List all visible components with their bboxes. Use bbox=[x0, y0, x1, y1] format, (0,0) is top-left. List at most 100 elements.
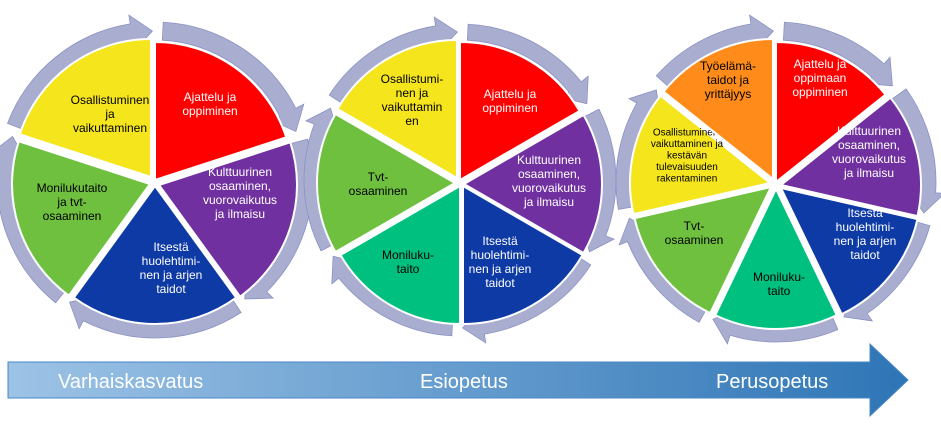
segment-label-line: Itsestä bbox=[482, 234, 518, 248]
segment-label-line: vuorovaikutus bbox=[832, 152, 906, 166]
segment-label-line: nen ja bbox=[396, 86, 429, 100]
segment-label-line: Osallistumi- bbox=[381, 72, 444, 86]
timeline-label-esiopetus: Esiopetus bbox=[420, 371, 508, 393]
segment-label-line: Moniluku- bbox=[753, 270, 805, 284]
segment-esiopetus-ajattelu bbox=[459, 40, 581, 182]
segment-label-esiopetus-monilukutaito: Moniluku-taito bbox=[382, 248, 434, 276]
segment-label-line: oppimaan bbox=[794, 71, 847, 85]
segment-perusopetus-kulttuurinen bbox=[778, 96, 922, 218]
ring-arrow-varhaiskasvatus-0 bbox=[161, 21, 305, 133]
segment-label-line: Tvt- bbox=[684, 219, 705, 233]
segment-label-line: osaaminen, bbox=[838, 138, 900, 152]
segment-label-line: osaaminen, bbox=[209, 179, 271, 193]
segment-label-perusopetus-monilukutaito: Moniluku-taito bbox=[753, 270, 805, 298]
segment-label-line: Kulttuurinen bbox=[837, 124, 901, 138]
segment-label-perusopetus-tvt: Tvt-osaaminen bbox=[665, 219, 724, 247]
segment-label-line: tulevaisuuden bbox=[656, 162, 718, 173]
segment-perusopetus-monilukutaito bbox=[713, 186, 839, 330]
segment-label-line: vuorovaikutus bbox=[203, 193, 277, 207]
segment-varhaiskasvatus-kulttuurinen bbox=[157, 141, 298, 299]
segment-label-line: taito bbox=[768, 284, 791, 298]
segment-label-line: taidot bbox=[850, 248, 880, 262]
segment-esiopetus-kulttuurinen bbox=[461, 113, 603, 255]
segment-label-line: Itsestä bbox=[847, 206, 883, 220]
segment-label-line: Kulttuurinen bbox=[517, 153, 581, 167]
segment-perusopetus-itsesta bbox=[779, 186, 919, 316]
segment-label-line: taidot bbox=[485, 276, 515, 290]
segment-perusopetus-osallistuminen bbox=[629, 94, 773, 216]
segment-label-line: vaikuttamin bbox=[382, 100, 443, 114]
segment-label-line: ja ilmaisu bbox=[843, 166, 894, 180]
segment-label-line: oppiminen bbox=[482, 101, 537, 115]
timeline-arrow-shape bbox=[7, 342, 909, 418]
segment-label-line: huolehtimi- bbox=[836, 220, 895, 234]
segment-label-line: Tvt- bbox=[368, 170, 389, 184]
segment-label-line: taito bbox=[397, 262, 420, 276]
segment-label-line: kestävän bbox=[667, 151, 707, 162]
segment-varhaiskasvatus-ajattelu bbox=[154, 40, 288, 182]
segment-label-line: ja tvt- bbox=[56, 195, 86, 209]
segment-label-line: huolehtimi- bbox=[471, 248, 530, 262]
timeline-label-varhaiskasvatus: Varhaiskasvatus bbox=[58, 371, 203, 393]
segment-perusopetus-ajattelu bbox=[775, 40, 887, 185]
segment-label-line: taidot bbox=[156, 282, 186, 296]
ring-arrow-perusopetus-0 bbox=[783, 21, 893, 87]
segment-esiopetus-tvt bbox=[316, 112, 458, 254]
segment-label-line: Ajattelu ja bbox=[794, 57, 847, 71]
segment-label-line: rakentaminen bbox=[657, 174, 718, 185]
segment-esiopetus-itsesta bbox=[462, 184, 584, 326]
segment-label-line: ja ilmaisu bbox=[214, 207, 265, 221]
segment-label-line: ja bbox=[104, 107, 115, 121]
segment-label-line: Ajattelu ja bbox=[184, 90, 237, 104]
segment-label-line: vaikuttaminen ja bbox=[651, 139, 724, 150]
segment-label-esiopetus-tvt: Tvt-osaaminen bbox=[349, 170, 408, 198]
segment-label-line: osaaminen bbox=[665, 233, 724, 247]
segment-varhaiskasvatus-itsesta bbox=[72, 184, 238, 325]
segment-varhaiskasvatus-osallistuminen bbox=[18, 37, 152, 179]
timeline-arrow: Varhaiskasvatus Esiopetus Perusopetus bbox=[7, 342, 909, 418]
segment-label-line: Monilukutaito bbox=[37, 181, 108, 195]
segment-label-line: osaaminen bbox=[43, 209, 102, 223]
segment-label-line: Kulttuurinen bbox=[208, 165, 272, 179]
segment-label-line: oppiminen bbox=[792, 85, 847, 99]
segment-label-line: Ajattelu ja bbox=[484, 87, 537, 101]
ring-arrow-esiopetus-0 bbox=[466, 23, 589, 105]
segment-label-line: nen ja arjen bbox=[140, 268, 203, 282]
segment-label-line: vuorovaikutus bbox=[512, 181, 586, 195]
segment-label-line: vaikuttaminen bbox=[73, 121, 147, 135]
segment-label-line: yrittäjyys bbox=[705, 87, 752, 101]
segment-label-line: huolehtimi- bbox=[142, 254, 201, 268]
segment-label-line: nen ja arjen bbox=[469, 262, 532, 276]
segment-label-line: nen ja arjen bbox=[834, 234, 897, 248]
segment-label-line: Osallistuminen, bbox=[653, 128, 721, 139]
segment-perusopetus-tyoelama bbox=[662, 37, 774, 182]
segment-label-line: osaaminen, bbox=[518, 167, 580, 181]
timeline-label-perusopetus: Perusopetus bbox=[716, 371, 828, 393]
segment-label-line: taidot ja bbox=[707, 73, 749, 87]
segment-label-line: en bbox=[405, 114, 418, 128]
segment-label-line: oppiminen bbox=[182, 104, 237, 118]
segment-varhaiskasvatus-monilukutaito bbox=[11, 140, 152, 298]
segment-label-line: Osallistuminen bbox=[71, 93, 150, 107]
segment-label-line: ja ilmaisu bbox=[523, 195, 574, 209]
segment-label-line: Itsestä bbox=[153, 240, 189, 254]
segment-esiopetus-osallistuminen bbox=[336, 38, 458, 180]
segment-perusopetus-tvt bbox=[633, 185, 773, 315]
